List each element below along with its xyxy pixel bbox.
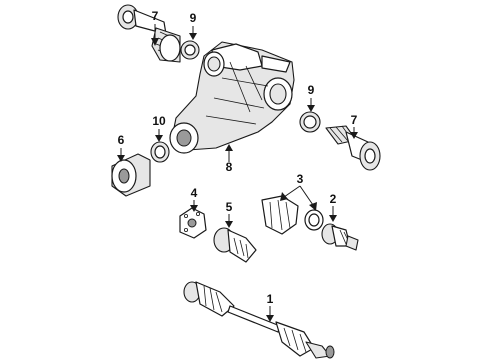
callout-9-right: 9 bbox=[308, 83, 315, 97]
part-7-flange-shaft-top bbox=[117, 4, 181, 63]
part-3-boot-kit bbox=[261, 195, 324, 235]
part-5-cv-joint bbox=[213, 227, 257, 263]
callout-8: 8 bbox=[226, 160, 233, 174]
part-4-companion-flange bbox=[179, 207, 207, 239]
leader-lines bbox=[117, 24, 358, 322]
callout-labels: 7 9 9 7 10 6 8 3 4 2 5 1 bbox=[118, 9, 358, 306]
part-10-seal-left bbox=[150, 141, 170, 163]
part-8-differential-housing bbox=[169, 41, 295, 154]
part-7-flange-shaft-right bbox=[325, 125, 381, 171]
part-2-outer-cv-joint bbox=[321, 223, 359, 251]
callout-7-top: 7 bbox=[152, 9, 159, 23]
callout-6: 6 bbox=[118, 133, 125, 147]
callout-4: 4 bbox=[191, 186, 198, 200]
callout-9-top: 9 bbox=[190, 11, 197, 25]
part-1-axle-shaft bbox=[183, 281, 335, 359]
part-6-flange bbox=[111, 153, 151, 197]
part-9-seal-right bbox=[299, 111, 321, 133]
part-9-seal-top bbox=[180, 40, 200, 60]
callout-5: 5 bbox=[226, 200, 233, 214]
callout-7-right: 7 bbox=[351, 113, 358, 127]
callout-1: 1 bbox=[267, 292, 274, 306]
callout-3: 3 bbox=[297, 172, 304, 186]
callout-2: 2 bbox=[330, 192, 337, 206]
callout-10: 10 bbox=[152, 114, 166, 128]
